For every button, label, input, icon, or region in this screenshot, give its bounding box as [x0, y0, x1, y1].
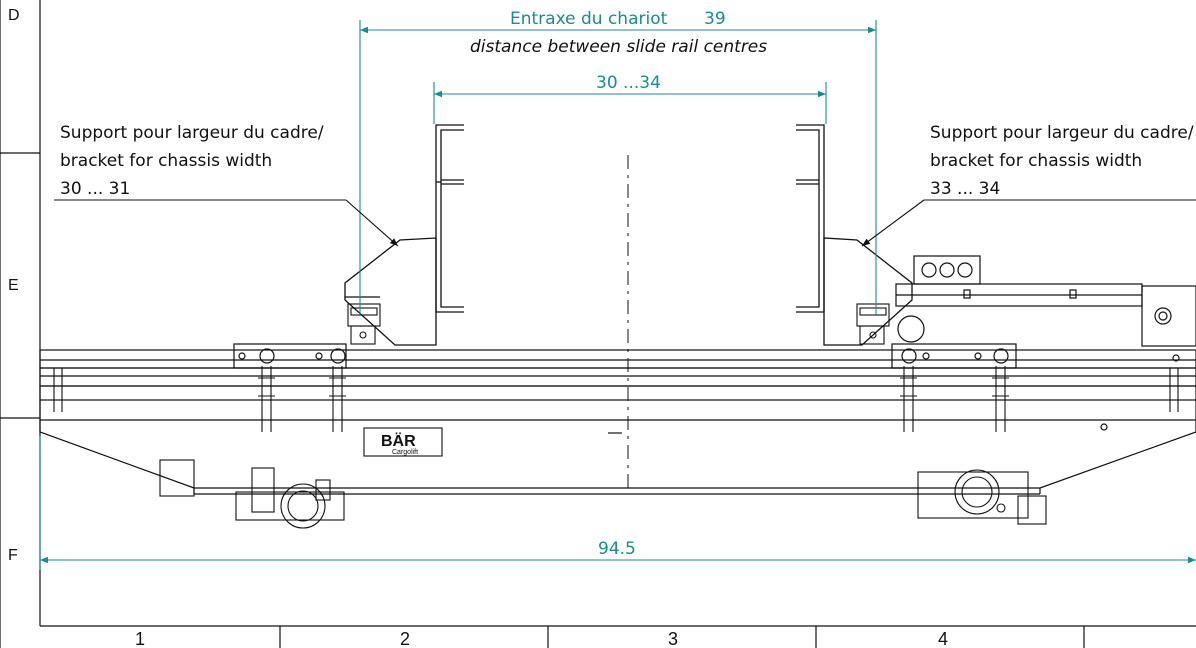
dimension-overall-width-value: 94.5: [598, 539, 636, 559]
note-right-line2: bracket for chassis width: [930, 151, 1142, 171]
leader-left: [54, 199, 399, 247]
cylinder-assembly: [895, 255, 1196, 347]
bracket-left: [344, 237, 437, 346]
cross-member: [39, 400, 1196, 495]
dimension-slide-rail-value: 39: [704, 9, 726, 29]
slide-block-right: [856, 303, 890, 345]
note-right-line1: Support pour largeur du cadre/: [930, 123, 1194, 143]
note-left-line2: bracket for chassis width: [60, 151, 272, 171]
column-label-2: 2: [400, 629, 410, 648]
chassis-profile-left: [435, 124, 464, 313]
note-left-line1: Support pour largeur du cadre/: [60, 123, 324, 143]
logo-brand: BÄR: [381, 432, 416, 450]
logo-sub: Cargolift: [392, 449, 418, 456]
main-beam: [39, 343, 1196, 401]
column-label-3: 3: [668, 629, 678, 648]
dimension-chassis-width-value: 30 ...34: [596, 73, 661, 93]
note-left-line3: 30 ... 31: [60, 179, 130, 199]
bracket-right: [823, 237, 913, 346]
tie-bolts: [53, 366, 1179, 432]
dimension-slide-rail-label-en: distance between slide rail centres: [470, 37, 767, 57]
slide-block-left: [347, 303, 381, 345]
note-right-line3: 33 ... 34: [930, 179, 1000, 199]
row-label-d: D: [8, 7, 20, 24]
row-label-e: E: [8, 277, 19, 294]
column-label-1: 1: [135, 629, 145, 648]
chassis-profile-right: [796, 124, 825, 313]
leader-right: [861, 199, 1196, 247]
column-label-4: 4: [938, 629, 948, 648]
dimension-slide-rail-centres: [359, 20, 877, 316]
lower-assembly-right: [917, 469, 1047, 525]
lower-assembly-left: [159, 459, 345, 529]
dimension-chassis-width: [433, 82, 827, 124]
dimension-slide-rail-label: Entraxe du chariot: [510, 9, 668, 29]
manufacturer-logo: BÄR Cargolift: [363, 427, 443, 457]
dimension-overall-width: [39, 436, 1196, 570]
row-label-f: F: [8, 547, 18, 564]
